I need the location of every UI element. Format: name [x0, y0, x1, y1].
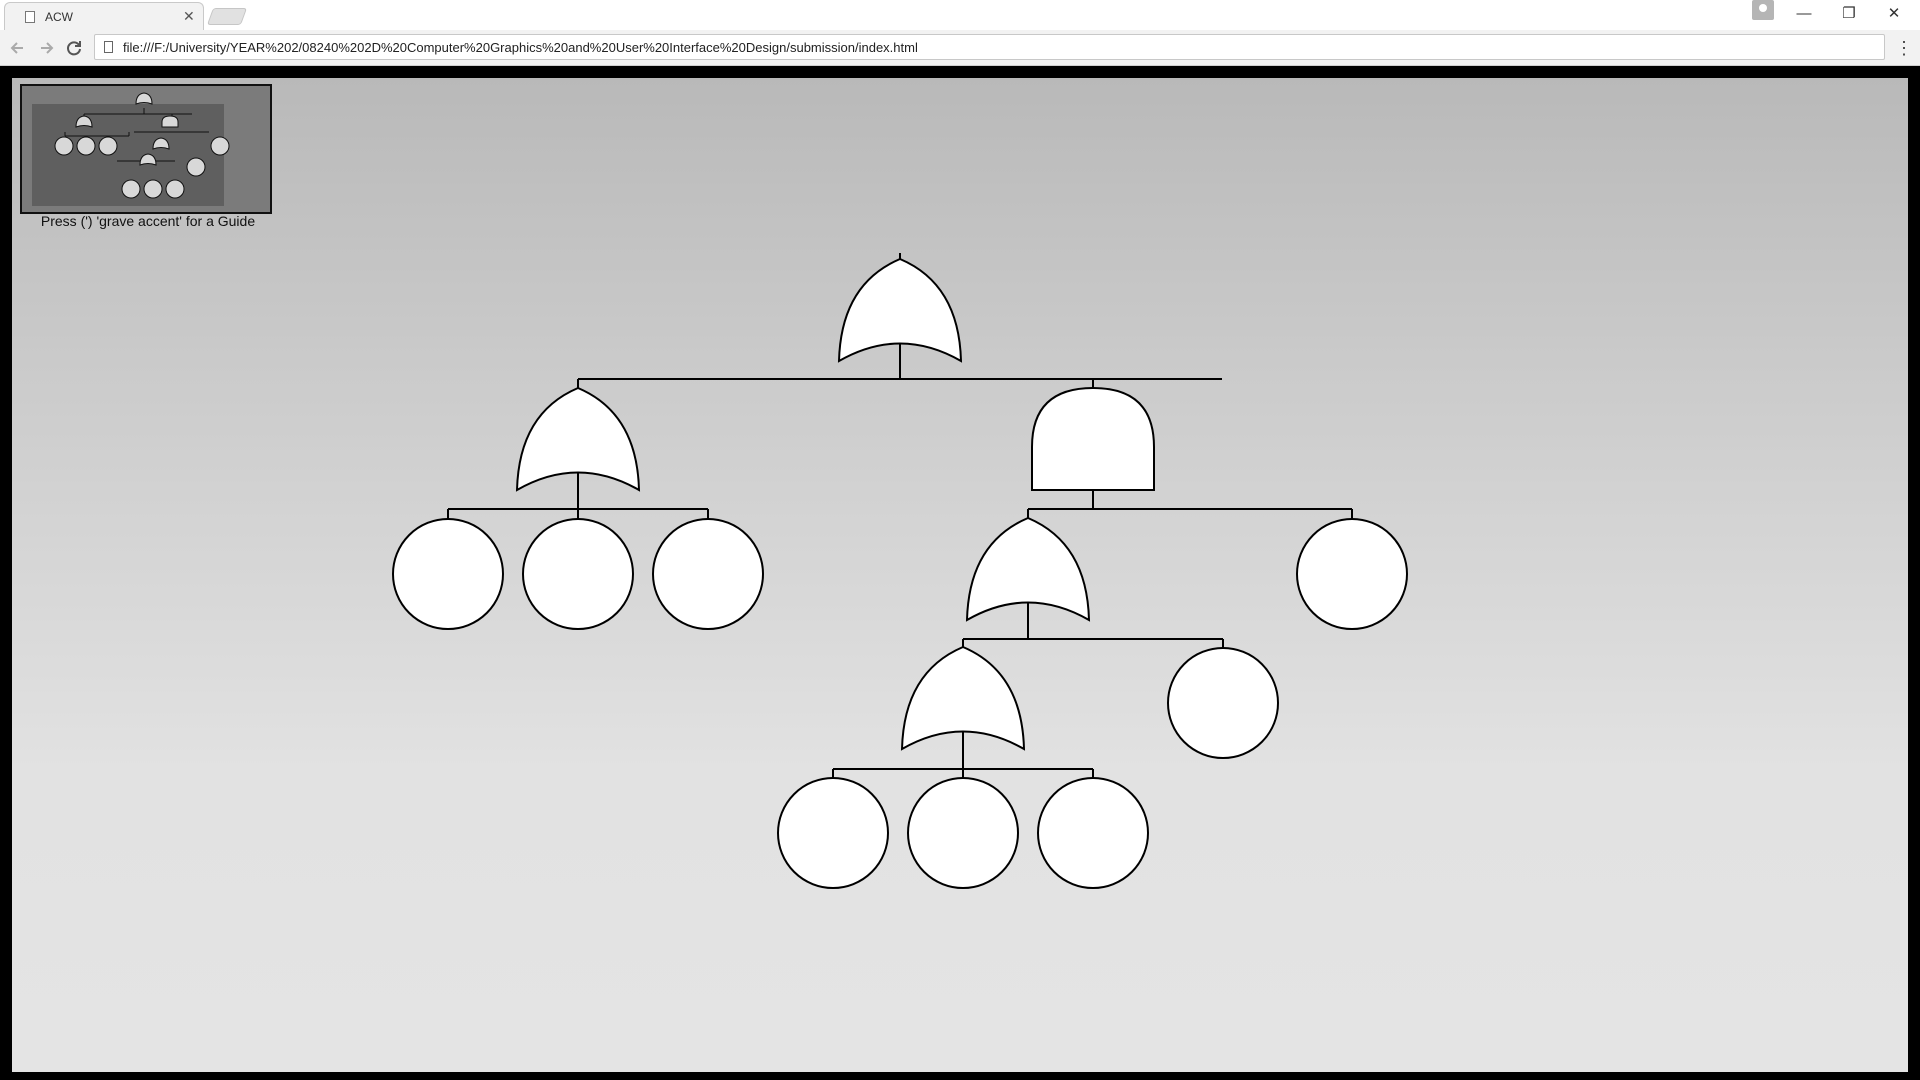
- minimize-button[interactable]: —: [1796, 5, 1812, 22]
- reload-icon: [67, 41, 81, 56]
- basic-event-7[interactable]: [907, 777, 1019, 889]
- restore-button[interactable]: ❐: [1842, 5, 1856, 22]
- new-tab-button[interactable]: [206, 8, 248, 25]
- basic-event-5[interactable]: [1167, 647, 1279, 759]
- minimap-tree: [54, 92, 230, 199]
- or-gate-root[interactable]: [837, 257, 963, 363]
- minimap[interactable]: [20, 84, 272, 214]
- browser-menu-button[interactable]: ⋮: [1895, 38, 1913, 58]
- close-window-button[interactable]: ✕: [1887, 5, 1901, 22]
- arrow-right-icon: [41, 42, 54, 54]
- basic-event-3[interactable]: [652, 518, 764, 630]
- basic-event-8[interactable]: [1037, 777, 1149, 889]
- reload-button[interactable]: [62, 36, 86, 60]
- guide-hint: Press (') 'grave accent' for a Guide: [40, 213, 256, 229]
- tab-title: ACW: [45, 10, 73, 24]
- tab-close-icon[interactable]: ✕: [183, 8, 195, 24]
- basic-event-6[interactable]: [777, 777, 889, 889]
- or-gate-lower[interactable]: [900, 645, 1026, 751]
- url-text: file:///F:/University/YEAR%202/08240%202…: [123, 40, 918, 55]
- page-icon: [25, 11, 35, 23]
- address-bar[interactable]: file:///F:/University/YEAR%202/08240%202…: [94, 34, 1885, 60]
- browser-chrome: ACW ✕ — ❐ ✕ file:///F:/University/YEAR%2…: [0, 0, 1920, 66]
- page-icon: [104, 41, 113, 53]
- canvas-viewport[interactable]: Press (') 'grave accent' for a Guide: [12, 78, 1908, 1072]
- basic-event-2[interactable]: [522, 518, 634, 630]
- profile-icon[interactable]: [1752, 0, 1774, 20]
- fault-tree: [392, 253, 1408, 889]
- tab-strip: ACW ✕ — ❐ ✕: [0, 0, 1920, 30]
- arrow-left-icon: [10, 42, 23, 54]
- basic-event-1[interactable]: [392, 518, 504, 630]
- browser-toolbar: file:///F:/University/YEAR%202/08240%202…: [0, 30, 1920, 66]
- and-gate-right[interactable]: [1031, 386, 1155, 491]
- forward-button[interactable]: [34, 36, 58, 60]
- basic-event-4[interactable]: [1296, 518, 1408, 630]
- tab-acw[interactable]: ACW ✕: [4, 2, 204, 30]
- or-gate-middle[interactable]: [965, 516, 1091, 622]
- or-gate-left[interactable]: [515, 386, 641, 492]
- back-button[interactable]: [6, 36, 30, 60]
